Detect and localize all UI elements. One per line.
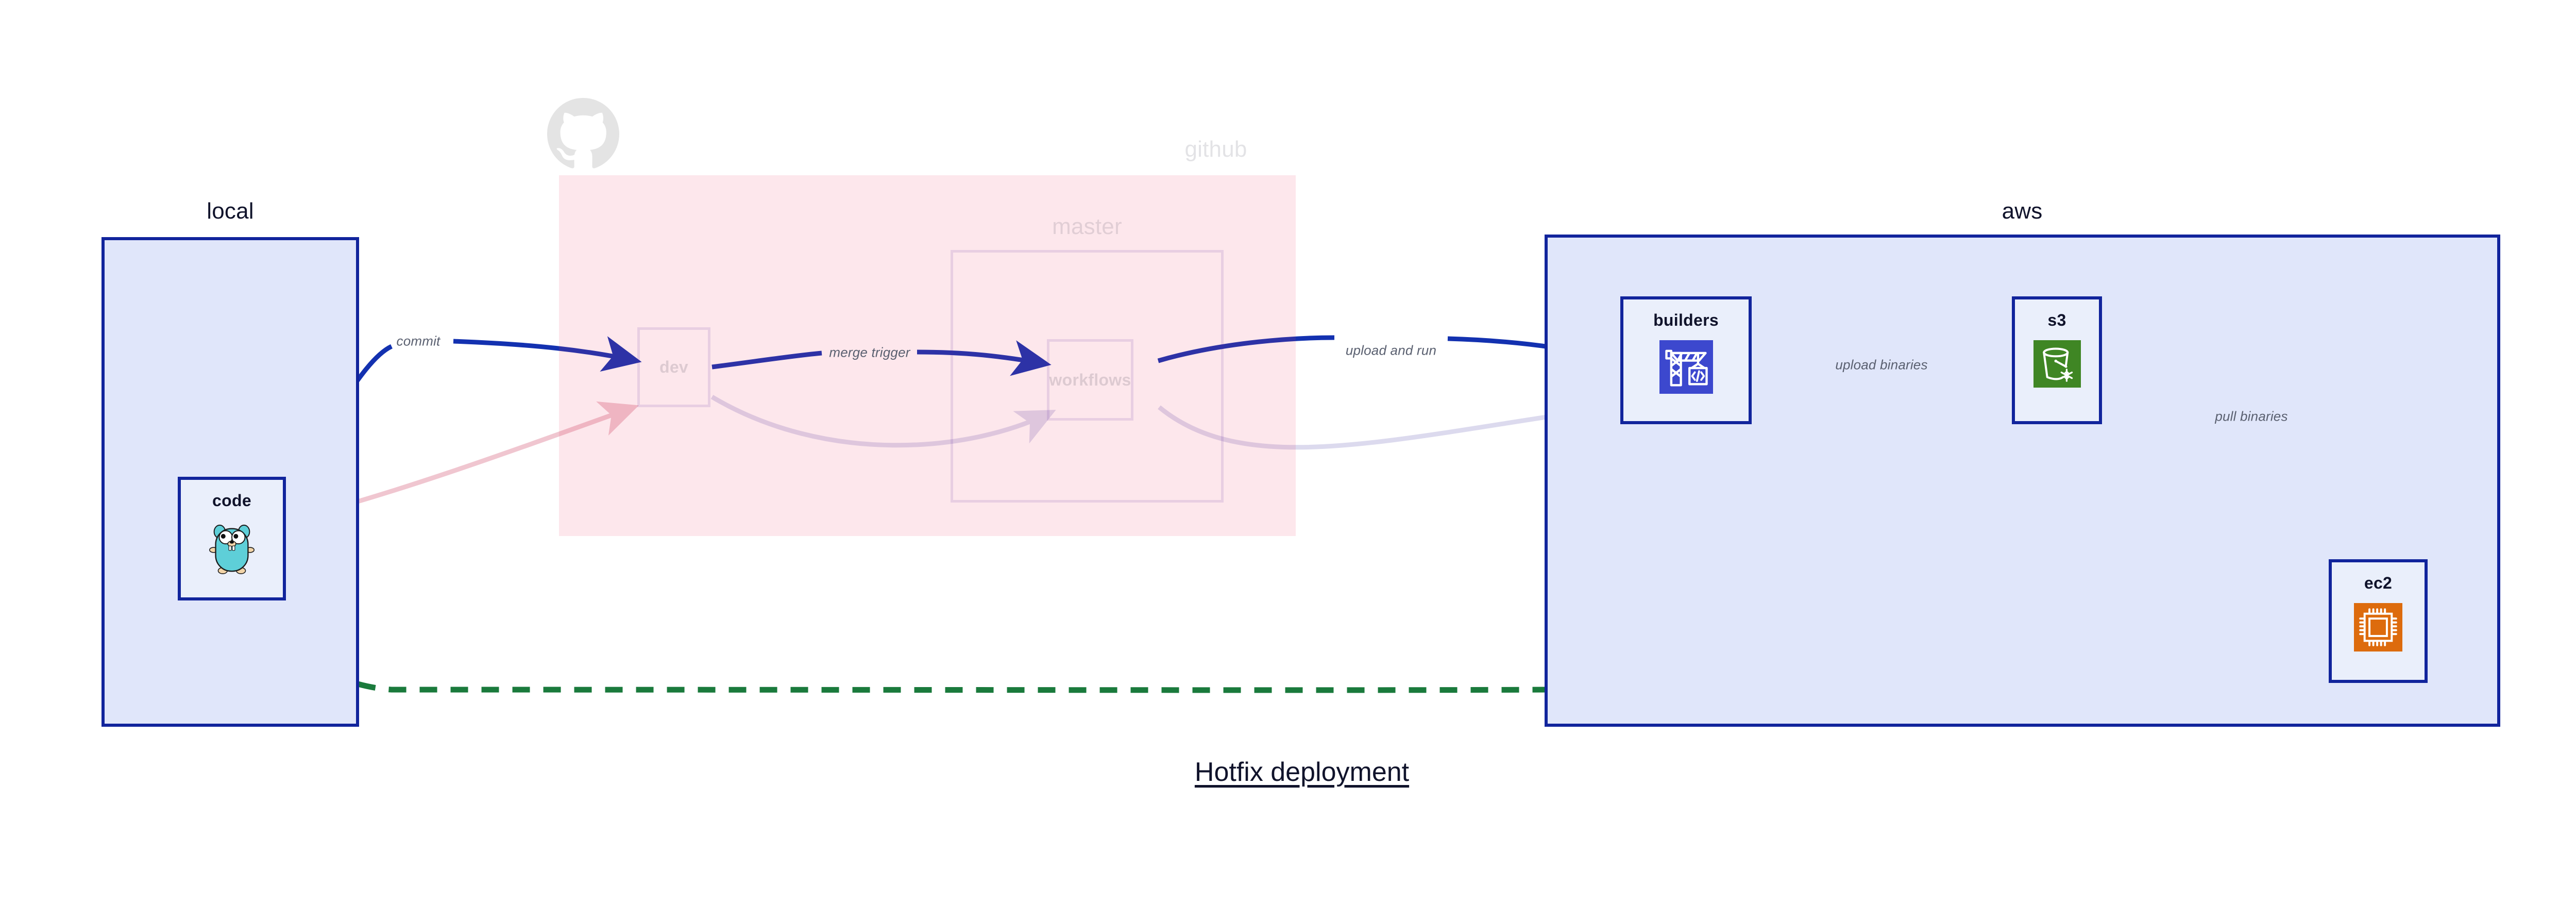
group-master-title: master [1052, 214, 1122, 239]
aws-codebuild-crane-icon [1659, 340, 1713, 396]
group-master [951, 250, 1224, 503]
diagram-title: Hotfix deployment [1194, 757, 1410, 787]
node-workflows-label: workflows [1049, 370, 1131, 389]
node-ec2-label: ec2 [2364, 574, 2393, 592]
aws-ec2-chip-icon [2354, 603, 2402, 654]
node-dev[interactable]: dev [637, 327, 710, 407]
github-octocat-icon [547, 98, 619, 170]
node-s3-label: s3 [2047, 311, 2066, 329]
node-code-label: code [212, 491, 251, 510]
group-aws-title: aws [2002, 198, 2043, 224]
group-github-title: github [1184, 137, 1247, 162]
edge-label-upload-and-run: upload and run [1345, 342, 1437, 358]
node-workflows[interactable]: workflows [1047, 339, 1133, 421]
node-ec2[interactable]: ec2 [2329, 559, 2428, 683]
edge-label-commit: commit [396, 333, 440, 349]
edge-label-merge-trigger: merge trigger [829, 344, 910, 360]
group-github [559, 175, 1296, 536]
node-dev-label: dev [659, 358, 689, 376]
node-s3[interactable]: s3 [2012, 296, 2102, 424]
node-code[interactable]: code [178, 477, 286, 600]
go-gopher-icon [204, 521, 260, 579]
edge-label-upload-binaries: upload binaries [1835, 357, 1928, 373]
aws-s3-bucket-icon [2033, 340, 2081, 390]
node-builders-label: builders [1653, 311, 1719, 329]
edge-label-pull-binaries: pull binaries [2215, 408, 2288, 424]
group-local-title: local [207, 198, 254, 224]
node-builders[interactable]: builders [1620, 296, 1752, 424]
